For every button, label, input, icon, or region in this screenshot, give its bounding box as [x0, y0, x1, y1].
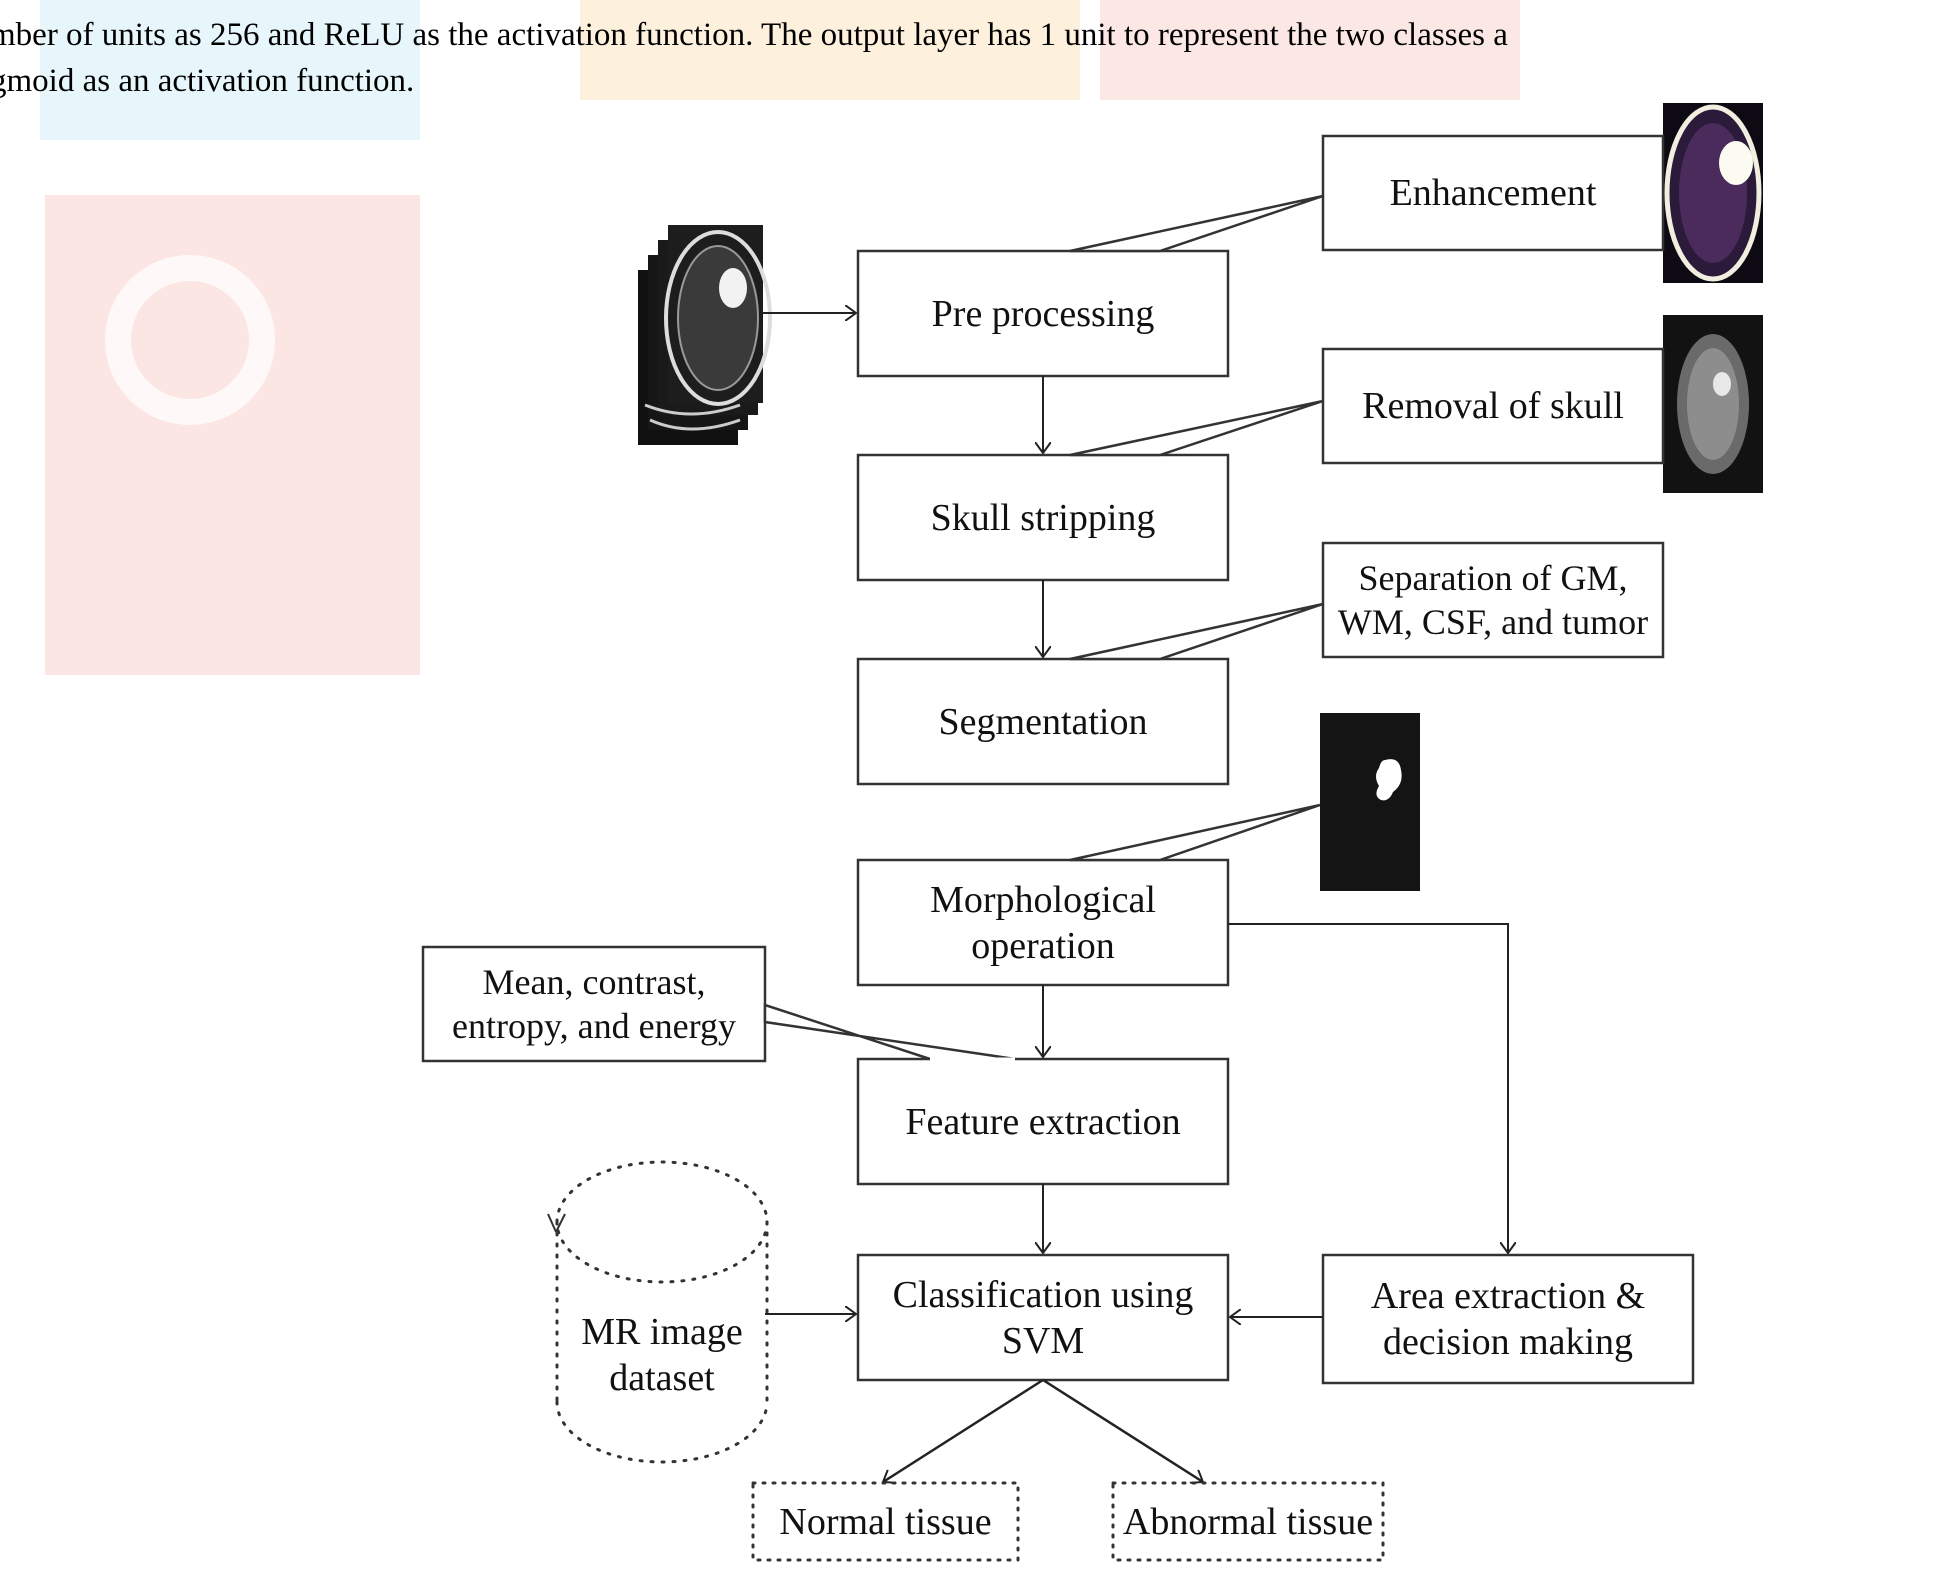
skull-stripping-label: Skull stripping	[930, 496, 1156, 539]
separation-label: Separation of GM, WM, CSF, and tumor	[1337, 558, 1649, 642]
morphological-label: Morphological operation	[930, 878, 1156, 967]
mri-enhancement-image	[1663, 103, 1763, 283]
removal-skull-box	[1321, 347, 1665, 465]
tumor-mask-image	[1320, 713, 1420, 891]
abnormal-tissue-box	[1111, 1481, 1385, 1562]
arrow-morph-to-area	[1228, 923, 1508, 1253]
mri-input-stack	[638, 225, 772, 445]
separation-box	[1321, 541, 1665, 659]
abnormal-tissue-label: Abnormal tissue	[1122, 1500, 1374, 1543]
area-extraction-label: Area extraction & decision making	[1370, 1275, 1646, 1363]
features-callout	[763, 1003, 1016, 1061]
segmentation-box	[856, 657, 1230, 786]
preprocessing-label: Pre processing	[931, 292, 1155, 335]
mri-skull-removed-image	[1663, 315, 1763, 493]
watermark-orange	[580, 0, 1080, 100]
watermark-red	[1100, 0, 1520, 100]
normal-tissue-label: Normal tissue	[779, 1500, 992, 1543]
normal-tissue-box	[751, 1481, 1020, 1562]
arrow-class-to-normal	[883, 1378, 1044, 1482]
segmentation-label: Segmentation	[938, 700, 1148, 743]
arrow-class-to-abnormal	[1042, 1378, 1203, 1482]
separation-callout	[1069, 602, 1324, 661]
dataset-cylinder	[555, 1160, 769, 1464]
dataset-label: MR image dataset	[581, 1311, 743, 1399]
enhancement-label: Enhancement	[1389, 172, 1597, 214]
dataset-arrow-icon	[547, 1213, 566, 1233]
skull-stripping-box	[856, 453, 1230, 582]
intro-line-1: mber of units as 256 and ReLU as the act…	[0, 17, 1508, 53]
tumor-mask-callout	[1069, 803, 1321, 862]
classification-box	[856, 1253, 1230, 1382]
preprocessing-box	[856, 249, 1230, 378]
area-extraction-box	[1321, 1253, 1695, 1385]
intro-line-2: gmoid as an activation function.	[0, 63, 415, 99]
removal-skull-callout	[1069, 399, 1324, 457]
watermark-cyan	[40, 0, 420, 140]
feature-extraction-box	[856, 1057, 1230, 1186]
morphological-box	[856, 858, 1230, 987]
enhancement-box	[1321, 134, 1665, 252]
classification-label: Classification using SVM	[892, 1273, 1194, 1362]
features-note-box	[421, 945, 767, 1063]
feature-extraction-label: Feature extraction	[905, 1100, 1181, 1143]
features-note-label: Mean, contrast, entropy, and energy	[452, 962, 736, 1046]
enhancement-callout	[1069, 194, 1324, 253]
removal-skull-label: Removal of skull	[1362, 385, 1624, 427]
intro-paragraph: mber of units as 256 and ReLU as the act…	[0, 12, 1951, 104]
